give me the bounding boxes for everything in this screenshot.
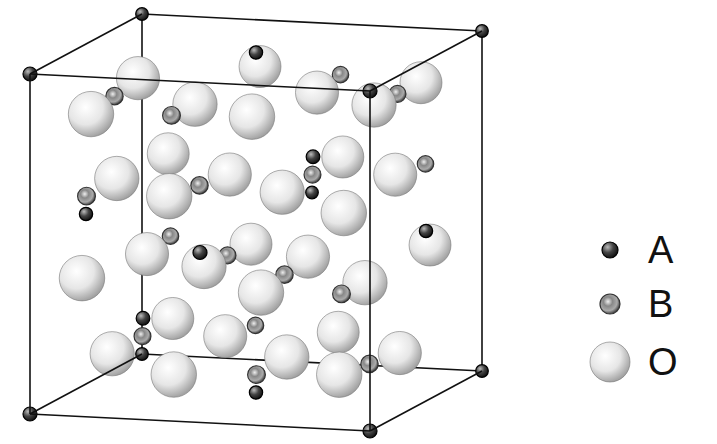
cell-edge (369, 91, 371, 431)
cation-b-atom (191, 177, 208, 194)
oxygen-atom (260, 170, 304, 214)
cation-a-atom (79, 207, 92, 220)
oxygen-atom (238, 270, 283, 315)
cation-b-atom (417, 156, 433, 172)
cation-a-atom (306, 150, 320, 164)
legend-sample (586, 338, 634, 386)
cation-a-atom (249, 46, 262, 59)
oxygen-atom (152, 297, 194, 339)
oxygen-atom (95, 156, 139, 200)
cation-a-atom (193, 246, 207, 260)
cation-a-atom (136, 311, 150, 325)
cation-b-atom (247, 317, 263, 333)
oxygen-atom (230, 223, 272, 265)
legend-label: A (648, 231, 673, 269)
oxygen-atom (590, 342, 630, 382)
oxygen-atom (147, 174, 192, 219)
oxygen-atom (317, 311, 359, 353)
cation-a-atom (419, 224, 432, 237)
oxygen-atom (182, 244, 226, 288)
cell-edge (29, 74, 31, 414)
oxygen-atom (322, 136, 364, 178)
cell-edge (30, 354, 142, 414)
oxygen-atom (374, 153, 417, 196)
cation-a-atom (306, 186, 319, 199)
cell-edge (370, 31, 482, 91)
oxygen-atom (321, 190, 366, 235)
oxygen-atom (317, 352, 362, 397)
cation-b-atom (163, 106, 181, 124)
cell-edge (481, 31, 483, 371)
cation-a-atom (249, 386, 262, 399)
cation-b-atom (304, 166, 321, 183)
legend-row: O (586, 340, 678, 384)
oxygen-atom (400, 62, 442, 104)
cation-b-atom (248, 366, 266, 384)
oxygen-atom (295, 71, 338, 114)
cation-b-atom (78, 187, 96, 205)
legend-sample (586, 226, 634, 274)
cation-b-atom (134, 328, 151, 345)
cell-edge (30, 14, 142, 74)
legend-label: B (648, 285, 673, 323)
oxygen-atom (151, 352, 196, 397)
oxygen-atom (68, 91, 113, 136)
oxygen-atom (208, 153, 251, 196)
legend-row: B (586, 282, 673, 326)
oxygen-atom (239, 46, 281, 88)
oxygen-atom (265, 335, 309, 379)
legend-sample (586, 280, 634, 328)
oxygen-atom (204, 315, 247, 358)
cell-edge (142, 14, 482, 31)
oxygen-atom (378, 331, 421, 374)
cell-edge (30, 74, 370, 91)
legend-label: O (648, 343, 678, 381)
cation-a-atom (602, 242, 618, 258)
cell-edge (370, 371, 482, 431)
oxygen-atom (229, 94, 274, 139)
oxygen-atom (59, 255, 104, 300)
oxygen-atom (147, 133, 189, 175)
cell-edge (30, 414, 370, 431)
legend-row: A (586, 228, 673, 272)
cation-b-atom (333, 285, 351, 303)
oxygen-atom (409, 224, 451, 266)
oxygen-atom (125, 233, 168, 276)
cation-b-atom (600, 294, 620, 314)
